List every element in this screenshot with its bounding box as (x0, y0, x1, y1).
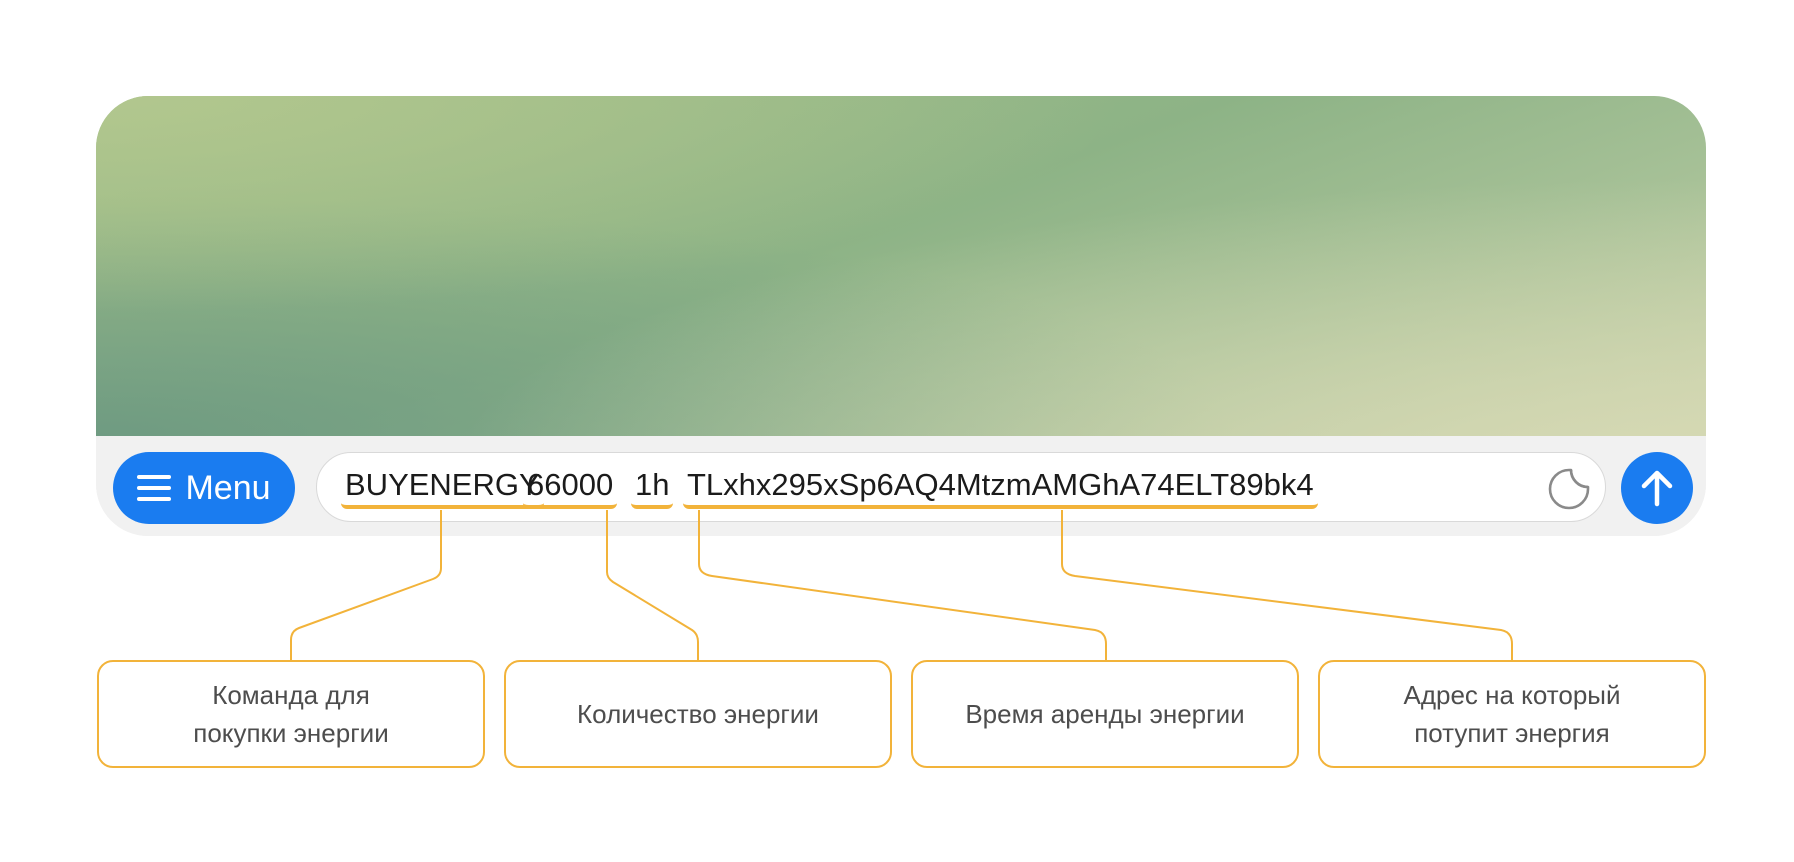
annotation-command: Команда для покупки энергии (97, 660, 485, 768)
annotation-duration: Время аренды энергии (911, 660, 1299, 768)
command-token: BUYENERGY (341, 467, 544, 509)
chat-window: Menu BUYENERGY 66000 1h TLxhx295xSp6AQ4M… (96, 96, 1706, 536)
address-token: TLxhx295xSp6AQ4MtzmAMGhA74ELT89bk4 (683, 467, 1318, 509)
menu-button[interactable]: Menu (113, 452, 295, 524)
hamburger-icon (137, 475, 172, 501)
arrow-up-icon (1641, 470, 1673, 507)
chat-wallpaper (96, 96, 1706, 436)
sticker-icon[interactable] (1547, 467, 1591, 511)
annotation-address: Адрес на который потупит энергия (1318, 660, 1706, 768)
amount-token: 66000 (523, 467, 618, 509)
send-button[interactable] (1621, 452, 1693, 524)
menu-button-label: Menu (185, 468, 271, 507)
input-bar: Menu BUYENERGY 66000 1h TLxhx295xSp6AQ4M… (96, 436, 1706, 536)
message-input[interactable]: BUYENERGY 66000 1h TLxhx295xSp6AQ4MtzmAM… (316, 452, 1606, 522)
annotation-amount: Количество энергии (504, 660, 892, 768)
duration-token: 1h (631, 467, 674, 509)
